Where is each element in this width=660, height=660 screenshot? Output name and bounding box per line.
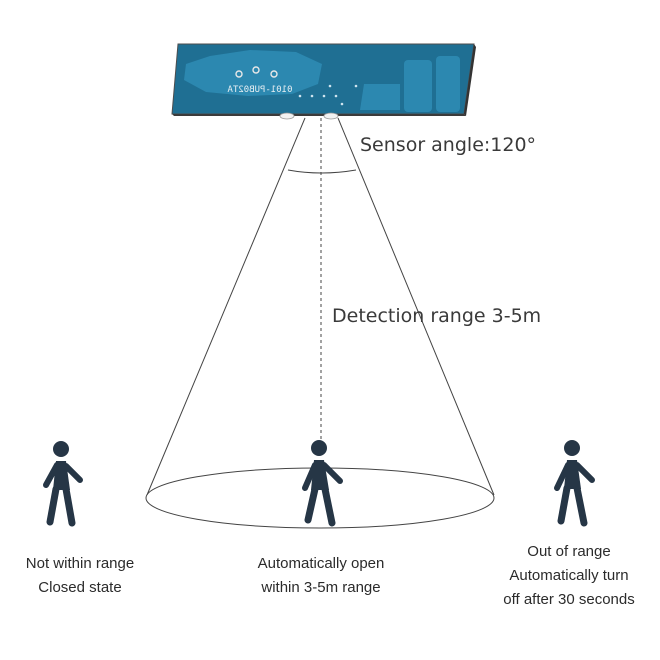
angle-arc xyxy=(287,169,357,174)
caption-center-line2: within 3-5m range xyxy=(261,579,381,596)
caption-center-line1: Automatically open xyxy=(257,555,385,572)
caption-right: Out of range Automatically turn off afte… xyxy=(469,540,660,612)
caption-center: Automatically open within 3-5m range xyxy=(221,552,421,600)
person-left xyxy=(43,441,83,527)
sensor-board: 0101-PUB02TA xyxy=(171,43,476,120)
board-pad-shape xyxy=(184,50,322,96)
caption-right-line2: Automatically turn xyxy=(509,567,629,584)
sensor-lens-right xyxy=(323,112,339,120)
sensor-lens-left xyxy=(279,112,295,120)
caption-left: Not within range Closed state xyxy=(0,552,180,600)
sensor-angle-label: Sensor angle:120° xyxy=(360,134,537,156)
board-print-text: 0101-PUB02TA xyxy=(227,85,293,95)
cone-right-edge xyxy=(337,117,495,496)
cone-left-edge xyxy=(146,117,306,496)
person-center xyxy=(302,440,343,527)
caption-left-line2: Closed state xyxy=(38,579,122,596)
caption-left-line1: Not within range xyxy=(25,555,135,572)
caption-right-line3: off after 30 seconds xyxy=(503,591,635,608)
caption-right-line1: Out of range xyxy=(527,543,611,560)
person-right xyxy=(554,440,595,527)
detection-range-label: Detection range 3-5m xyxy=(332,305,542,327)
